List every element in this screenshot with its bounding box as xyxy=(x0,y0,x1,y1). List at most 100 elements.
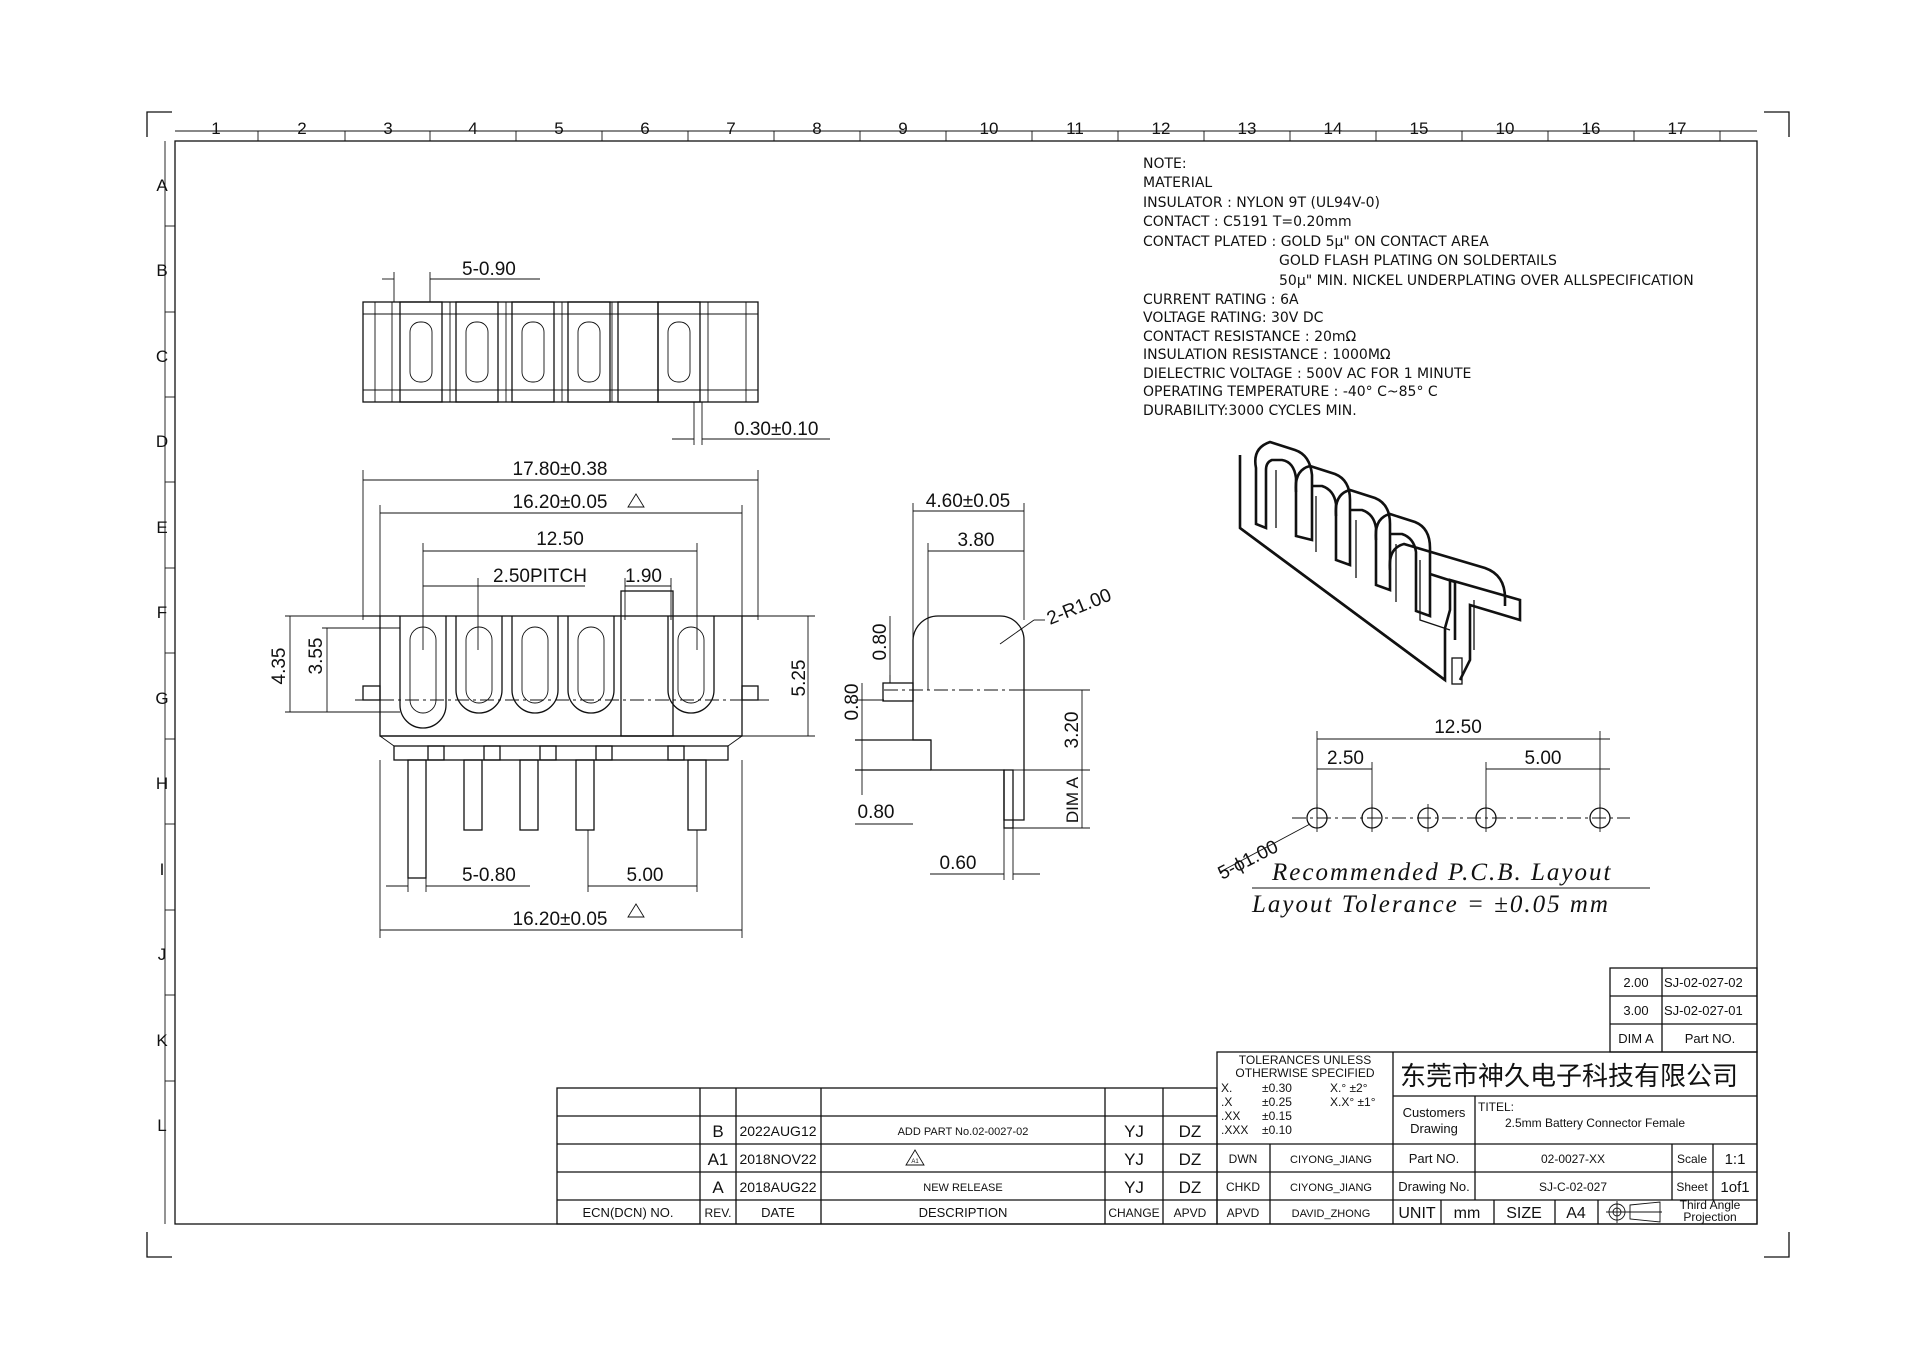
column-label: 10 xyxy=(1496,119,1515,138)
row-label: I xyxy=(160,860,165,879)
third-angle-projection-icon xyxy=(1606,1201,1662,1223)
size-label: SIZE xyxy=(1506,1205,1542,1222)
revision-flag-icon xyxy=(627,493,645,508)
revision-flag-icon xyxy=(627,903,645,918)
tol-row-value: ±0.30 xyxy=(1262,1081,1292,1095)
note-line: DURABILITY:3000 CYCLES MIN. xyxy=(1143,403,1357,419)
side-view: 4.60±0.05 3.80 2-R1.00 0.80 0.80 0.80 3.… xyxy=(842,491,1115,880)
row-label: C xyxy=(156,347,168,366)
column-labels: 1 2 3 4 5 6 7 8 9 10 11 12 13 14 15 10 1… xyxy=(211,119,1686,138)
column-label: 2 xyxy=(297,119,306,138)
column-label: 13 xyxy=(1238,119,1257,138)
revision-flag-icon: A1 xyxy=(905,1149,925,1166)
dim-h2: 3.55 xyxy=(306,638,327,675)
dim-a-table: 2.00 SJ-02-027-02 3.00 SJ-02-027-01 DIM … xyxy=(1609,967,1758,1053)
dim-radius: 2-R1.00 xyxy=(1044,585,1115,630)
row-labels: A B C D E F G H I J K L xyxy=(155,176,168,1135)
row-label: G xyxy=(155,689,168,708)
column-label: 8 xyxy=(812,119,821,138)
pcb-title: Recommended P.C.B. Layout xyxy=(1271,859,1612,886)
pcb-dim-pitch: 2.50 xyxy=(1327,748,1364,769)
part-no-label: Part NO. xyxy=(1409,1151,1460,1166)
column-label: 15 xyxy=(1410,119,1429,138)
row-label: K xyxy=(156,1031,168,1050)
company-name: 东莞市神久电子科技有限公司 xyxy=(1400,1061,1738,1091)
rev-flag-label: A1 xyxy=(911,1159,919,1165)
tol-row-label: X. xyxy=(1221,1081,1232,1095)
part-no: 02-0027-XX xyxy=(1541,1152,1605,1166)
column-label: 1 xyxy=(211,119,220,138)
apvd-name: DAVID_ZHONG xyxy=(1292,1208,1371,1220)
dim-side-top: 3.80 xyxy=(958,530,995,551)
customers-drawing-1: Customers xyxy=(1403,1105,1466,1120)
row-ticks xyxy=(165,225,175,1082)
column-label: 9 xyxy=(898,119,907,138)
tol-row-label: .X xyxy=(1221,1095,1232,1109)
size-value: A4 xyxy=(1566,1205,1586,1222)
dim-span: 12.50 xyxy=(536,529,584,550)
column-label: 10 xyxy=(980,119,999,138)
column-label: 17 xyxy=(1668,119,1687,138)
note-line: VOLTAGE RATING: 30V DC xyxy=(1143,310,1324,326)
column-label: 12 xyxy=(1152,119,1171,138)
dim-table-dim: 2.00 xyxy=(1623,975,1648,990)
dim-pitch: 2.50PITCH xyxy=(493,566,587,587)
dim-pin-spacing: 5.00 xyxy=(627,865,664,886)
dim-overall-length: 17.80±0.38 xyxy=(513,459,608,480)
dim-bottom-length: 16.20±0.05 xyxy=(513,909,608,930)
title-block: TOLERANCES UNLESS OTHERWISE SPECIFIED X.… xyxy=(1216,1051,1758,1225)
sheet-value: 1of1 xyxy=(1720,1179,1749,1196)
note-line: CONTACT : C5191 T=0.20mm xyxy=(1143,214,1352,230)
rev-header-rev: REV. xyxy=(705,1206,732,1220)
note-line: DIELECTRIC VOLTAGE : 500V AC FOR 1 MINUT… xyxy=(1143,366,1471,382)
column-label: 14 xyxy=(1324,119,1343,138)
sheet-label: Sheet xyxy=(1676,1180,1708,1194)
column-label: 3 xyxy=(383,119,392,138)
projection-label-1: Third Angle xyxy=(1680,1198,1741,1212)
rev-desc: NEW RELEASE xyxy=(923,1182,1002,1194)
rev-header-apvd: APVD xyxy=(1174,1206,1207,1220)
dim-side-v2: 0.80 xyxy=(842,684,863,721)
rev-change: YJ xyxy=(1124,1178,1144,1197)
column-label: 11 xyxy=(1066,119,1084,138)
unit-label: UNIT xyxy=(1398,1205,1436,1222)
dim-pin-width: 5-0.80 xyxy=(462,865,516,886)
row-label: B xyxy=(156,261,167,280)
rev-code: A1 xyxy=(708,1150,729,1169)
column-label: 5 xyxy=(554,119,563,138)
column-label: 16 xyxy=(1582,119,1601,138)
dim-top-gap: 0.30±0.10 xyxy=(734,419,818,440)
dim-table-dim: 3.00 xyxy=(1623,1003,1648,1018)
dwn-name: CIYONG_JIANG xyxy=(1290,1154,1372,1166)
drawing-no: SJ-C-02-027 xyxy=(1539,1180,1607,1194)
rev-change: YJ xyxy=(1124,1122,1144,1141)
rev-header-date: DATE xyxy=(761,1205,795,1220)
drawing-no-label: Drawing No. xyxy=(1398,1179,1470,1194)
dim-slot: 1.90 xyxy=(625,566,662,587)
dim-table-header-dim: DIM A xyxy=(1618,1031,1654,1046)
rev-code: A xyxy=(712,1178,724,1197)
tol-row-label: .XX xyxy=(1221,1109,1240,1123)
rev-header-ecn: ECN(DCN) NO. xyxy=(583,1205,674,1220)
dim-side-pin-w: 0.60 xyxy=(940,853,977,874)
dim-side-v1: 0.80 xyxy=(870,624,891,661)
note-line: CURRENT RATING : 6A xyxy=(1143,292,1299,308)
note-line: INSULATION RESISTANCE : 1000MΩ xyxy=(1143,347,1391,363)
pcb-dim-span: 12.50 xyxy=(1434,717,1482,738)
drawing-title: 2.5mm Battery Connector Female xyxy=(1505,1116,1685,1130)
tol-row-value: ±0.10 xyxy=(1262,1123,1292,1137)
dim-body-length: 16.20±0.05 xyxy=(513,492,608,513)
customers-drawing-2: Drawing xyxy=(1410,1121,1458,1136)
top-view: 5-0.90 0.30±0.10 xyxy=(362,259,830,445)
dim-h1: 4.35 xyxy=(269,648,290,685)
isometric-view xyxy=(1238,440,1522,685)
row-label: E xyxy=(156,518,167,537)
tol-row-value: ±0.15 xyxy=(1262,1109,1292,1123)
column-label: 6 xyxy=(640,119,649,138)
dwn-label: DWN xyxy=(1229,1152,1258,1166)
dim-table-header-part: Part NO. xyxy=(1685,1031,1736,1046)
notes-block: NOTE: MATERIAL INSULATOR : NYLON 9T (UL9… xyxy=(1143,156,1694,419)
rev-apvd: DZ xyxy=(1179,1122,1202,1141)
front-view: 17.80±0.38 16.20±0.05 12.50 2.50PITCH 1.… xyxy=(269,459,815,938)
dim-table-part: SJ-02-027-02 xyxy=(1664,975,1743,990)
